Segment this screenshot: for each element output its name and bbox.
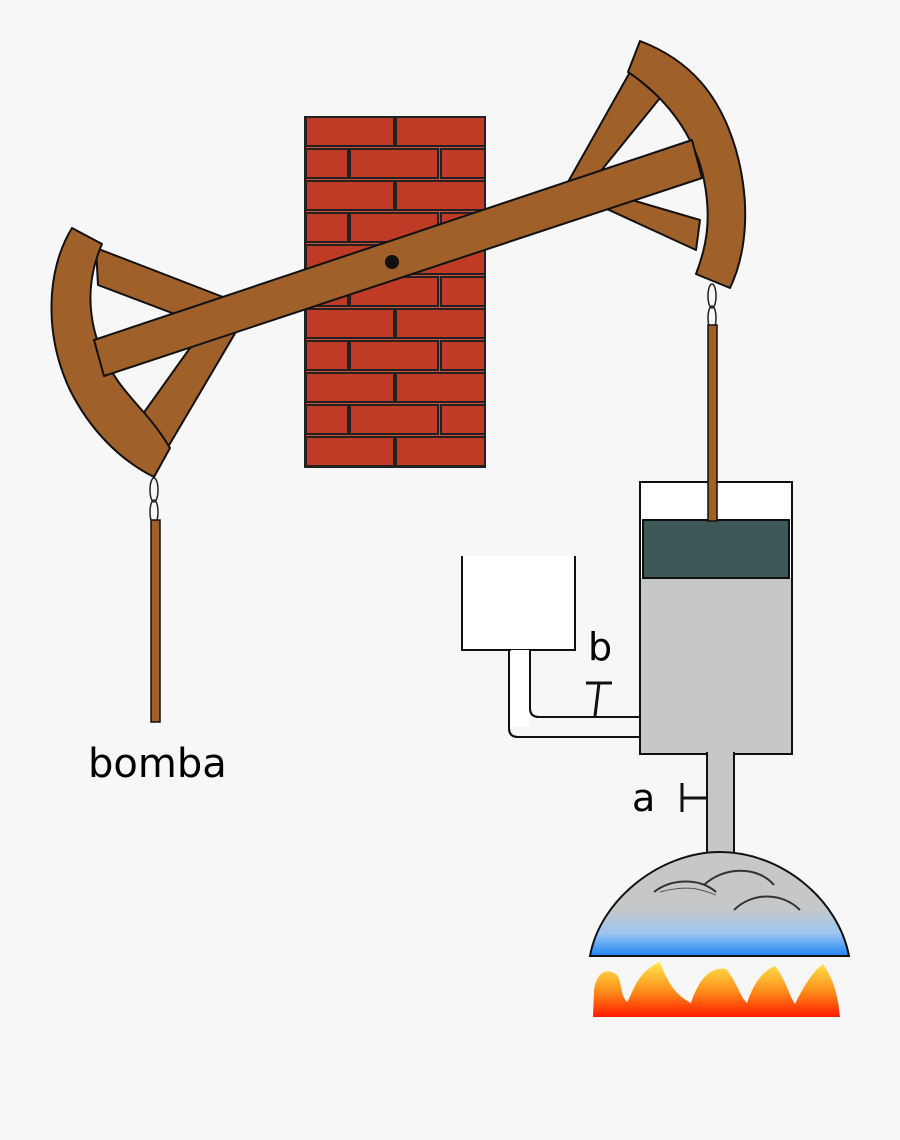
piston: [642, 519, 790, 579]
boiler: [588, 850, 851, 957]
label-a: a: [632, 776, 655, 820]
brick-wall: [304, 116, 486, 468]
valve-a-icon: [680, 783, 707, 812]
steam-pipe: [706, 752, 735, 858]
right-chain: [707, 283, 717, 331]
fire-flames: [593, 962, 840, 1017]
inner-pipe-channel: [529, 650, 642, 718]
pump-rod: [150, 519, 161, 723]
beam-pivot: [385, 255, 399, 269]
pipe-gap: [511, 650, 529, 654]
valve-b-icon: [586, 681, 612, 717]
label-b: b: [588, 625, 612, 669]
left-arch-sector: [50, 227, 171, 478]
steam-bubbles: [653, 869, 801, 911]
water-pipes: [508, 650, 642, 738]
label-bomba: bomba: [88, 741, 227, 787]
steam-pipe-joint: [708, 750, 733, 756]
main-beam: [93, 139, 703, 377]
walking-beam: [50, 40, 747, 478]
water-tank: [461, 556, 576, 651]
outer-pipe-channel: [508, 650, 642, 738]
piston-rod: [707, 324, 718, 522]
right-arch-sector: [627, 40, 747, 289]
left-chain: [149, 477, 159, 525]
